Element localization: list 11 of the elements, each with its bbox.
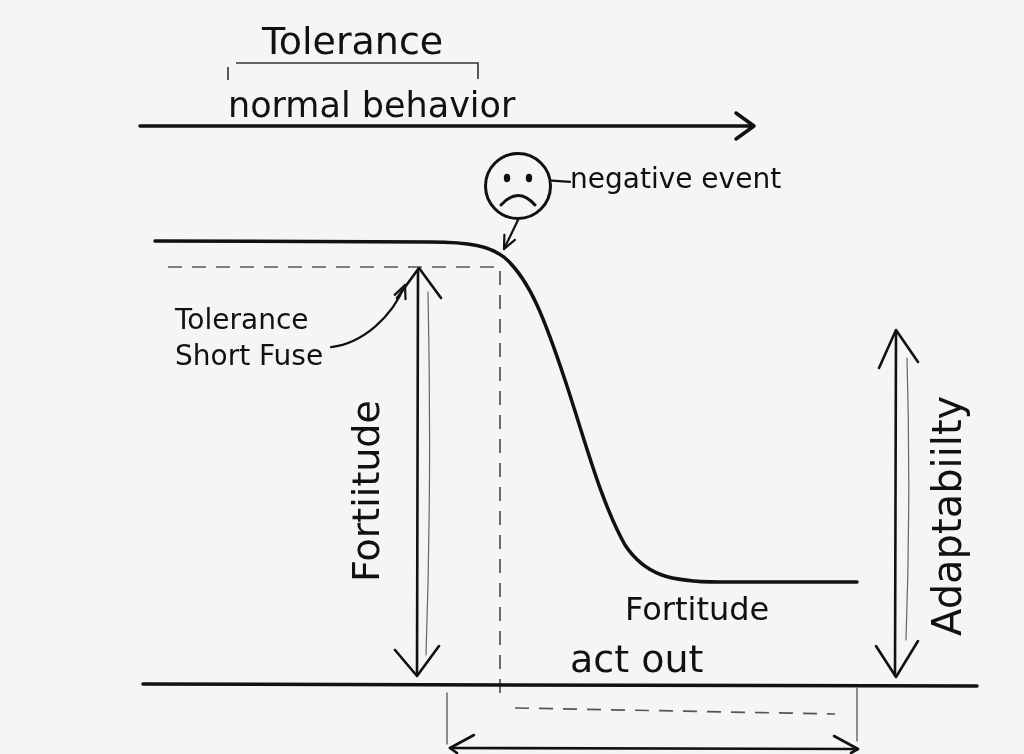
sad-face-icon (484, 152, 552, 220)
callout-text: Tolerance Short Fuse (175, 302, 331, 375)
axis-label: normal behavior (228, 88, 516, 123)
leader-line (550, 179, 572, 183)
annotation-text: act out (570, 640, 704, 678)
annotation-text: Fortitude (625, 593, 770, 625)
arrow (502, 218, 520, 251)
curved-leader-arrow (329, 283, 407, 349)
callout-text: negative event (570, 165, 782, 193)
bracket-label: Tolerance (262, 22, 444, 60)
dimension-label: Fortiitude (347, 400, 385, 582)
